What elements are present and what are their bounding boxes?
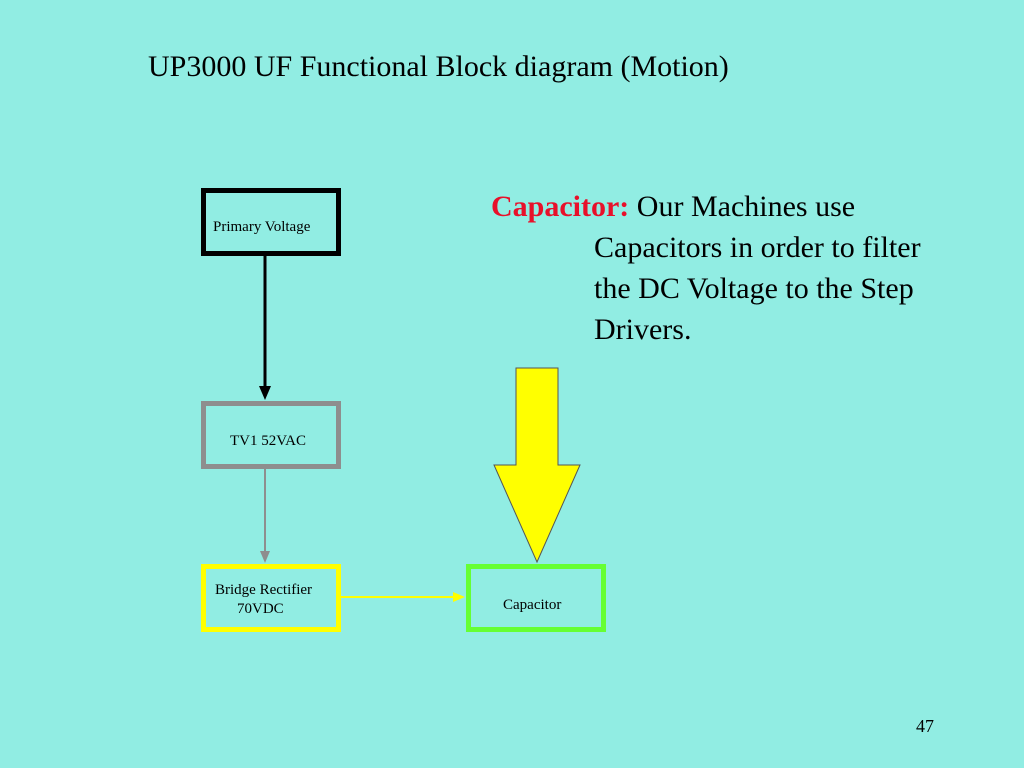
block-tv1: TV1 52VAC [201, 401, 341, 469]
big-yellow-arrow [493, 367, 581, 564]
arrow-primary-to-tv1 [259, 256, 271, 400]
block-primary-voltage-label: Primary Voltage [213, 219, 311, 235]
block-bridge-rectifier-voltage: 70VDC [237, 601, 284, 617]
description-heading: Capacitor: [491, 190, 630, 223]
block-tv1-label: TV1 52VAC [230, 433, 306, 449]
block-primary-voltage: Primary Voltage [201, 188, 341, 256]
block-capacitor-label: Capacitor [503, 597, 562, 613]
description-line-2: Capacitors in order to filter [594, 231, 921, 264]
description-line-3: the DC Voltage to the Step [594, 272, 914, 305]
block-bridge-rectifier-label: Bridge Rectifier [215, 582, 313, 598]
block-capacitor: Capacitor [466, 564, 606, 632]
description-text-1: Our Machines use [636, 190, 856, 223]
block-bridge-rectifier: Bridge Rectifier 70VDC [201, 564, 341, 632]
capacitor-description: Capacitor: Our Machines use Capacitors i… [491, 186, 991, 350]
arrow-bridge-to-capacitor [341, 592, 465, 602]
page-number: 47 [916, 716, 934, 736]
description-line-1: Capacitor: Our Machines use [491, 186, 991, 227]
description-line-4: Drivers. [594, 313, 692, 346]
arrow-tv1-to-bridge [260, 469, 270, 563]
slide-title: UP3000 UF Functional Block diagram (Moti… [148, 50, 729, 83]
